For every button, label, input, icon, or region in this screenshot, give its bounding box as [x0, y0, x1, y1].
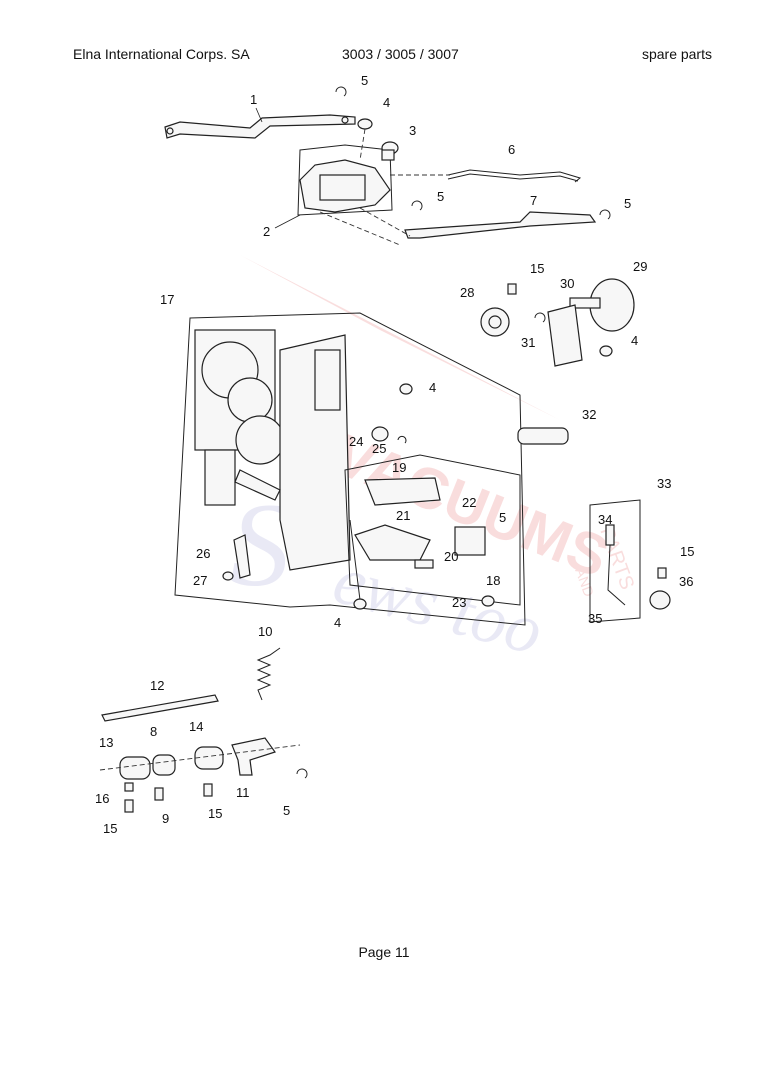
part-25-clip	[397, 435, 407, 444]
callout-28: 28	[460, 285, 474, 300]
callout-5e: 5	[283, 803, 290, 818]
callout-5c: 5	[624, 196, 631, 211]
part-11-bracket	[231, 737, 276, 776]
part-4-screw-mid	[399, 383, 413, 395]
part-15-screw-d	[203, 783, 213, 797]
callout-24: 24	[349, 434, 363, 449]
callout-22: 22	[462, 495, 476, 510]
callout-12: 12	[150, 678, 164, 693]
part-2-bracket	[297, 144, 393, 216]
callout-21: 21	[396, 508, 410, 523]
callout-27: 27	[193, 573, 207, 588]
part-14-bushing	[194, 746, 224, 770]
callout-11: 11	[236, 785, 250, 800]
callout-20: 20	[444, 549, 458, 564]
part-1-lever	[164, 114, 356, 139]
callout-15c: 15	[103, 821, 117, 836]
callout-6: 6	[508, 142, 515, 157]
callout-13: 13	[99, 735, 113, 750]
callout-19: 19	[392, 460, 406, 475]
callout-4a: 4	[383, 95, 390, 110]
part-18-sub-assembly	[344, 454, 521, 606]
part-24-collar	[371, 426, 389, 442]
part-17-frame-assembly	[174, 312, 526, 626]
header-company: Elna International Corps. SA	[73, 46, 250, 62]
callout-16: 16	[95, 791, 109, 806]
callout-17: 17	[160, 292, 174, 307]
part-10-spring	[256, 647, 281, 701]
part-27-screw	[222, 571, 234, 581]
callout-3: 3	[409, 123, 416, 138]
callout-14: 14	[189, 719, 203, 734]
callout-26: 26	[196, 546, 210, 561]
callout-23: 23	[452, 595, 466, 610]
part-12-shaft	[101, 694, 219, 722]
callout-9: 9	[162, 811, 169, 826]
part-15-screw-b	[657, 567, 667, 579]
header-models: 3003 / 3005 / 3007	[342, 46, 459, 62]
part-32-sleeve	[517, 427, 569, 445]
callout-35: 35	[588, 611, 602, 626]
callout-15d: 15	[208, 806, 222, 821]
part-5-clip-top	[335, 86, 611, 220]
part-15-screw-c	[124, 799, 134, 813]
page-number: Page 11	[358, 944, 410, 960]
part-8-bushing	[152, 754, 176, 776]
callout-10: 10	[258, 624, 272, 639]
callout-31: 31	[521, 335, 535, 350]
part-3-pin	[381, 141, 399, 161]
part-28-gear	[480, 307, 510, 337]
callout-7: 7	[530, 193, 537, 208]
part-15-screw-a	[507, 283, 517, 295]
part-16-nut	[124, 782, 134, 792]
part-7-lever	[404, 211, 597, 239]
part-9-screw	[154, 787, 164, 801]
callout-29: 29	[633, 259, 647, 274]
part-23-screw	[481, 595, 495, 607]
part-4-screw-top	[357, 118, 373, 161]
callout-15a: 15	[530, 261, 544, 276]
callout-33: 33	[657, 476, 671, 491]
part-30-plate	[547, 304, 583, 367]
part-4-screw-right	[599, 345, 613, 357]
callout-32: 32	[582, 407, 596, 422]
part-6-rod	[447, 169, 582, 183]
part-13-bushing	[119, 756, 151, 780]
callout-25: 25	[372, 441, 386, 456]
callout-2: 2	[263, 224, 270, 239]
part-26-lever	[233, 534, 251, 579]
callout-5a: 5	[361, 73, 368, 88]
callout-labels: 1 2 3 4 4 4 4 5 5 5 5 5 6 7 8 9 10 11 12…	[95, 73, 694, 836]
callout-18: 18	[486, 573, 500, 588]
callout-30: 30	[560, 276, 574, 291]
callout-4b: 4	[429, 380, 436, 395]
part-29-knob	[569, 278, 635, 332]
part-33-wire-assembly	[589, 499, 641, 623]
callout-5d: 5	[499, 510, 506, 525]
callout-34: 34	[598, 512, 612, 527]
header-section: spare parts	[641, 46, 712, 62]
callout-1: 1	[250, 92, 257, 107]
callout-8: 8	[150, 724, 157, 739]
part-36-nut	[649, 590, 671, 610]
callout-4c: 4	[631, 333, 638, 348]
callout-36: 36	[679, 574, 693, 589]
callout-4d: 4	[334, 615, 341, 630]
callout-5b: 5	[437, 189, 444, 204]
part-4-screw-bottom	[353, 598, 367, 610]
part-5-clip-bottom	[296, 768, 308, 779]
part-31-clip	[534, 312, 546, 323]
callout-15b: 15	[680, 544, 694, 559]
